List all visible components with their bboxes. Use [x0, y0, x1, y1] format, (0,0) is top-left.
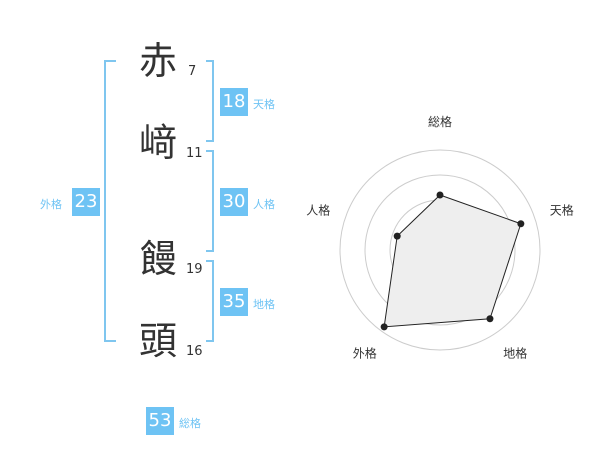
jinkaku-label: 人格 — [253, 198, 275, 211]
stroke-count-4: 16 — [186, 344, 203, 359]
radar-point-4 — [380, 323, 388, 331]
gaikaku-bracket — [104, 60, 116, 342]
radar-axis-label-2: 天格 — [550, 202, 574, 217]
soukaku-label: 総格 — [179, 417, 201, 430]
gaikaku-value: 23 — [72, 188, 100, 216]
stroke-count-3: 19 — [186, 262, 203, 277]
radar-axis-label-4: 外格 — [353, 346, 377, 361]
radar-point-1 — [436, 191, 444, 199]
radar-axis-label-3: 地格 — [503, 346, 527, 361]
name-char-2: 﨑 — [138, 121, 177, 165]
soukaku-value: 53 — [146, 407, 174, 435]
radar-point-5 — [393, 232, 401, 240]
chikaku-bracket — [206, 260, 214, 342]
radar-axis-label-5: 人格 — [306, 202, 330, 217]
gaikaku-label: 外格 — [40, 198, 62, 211]
radar-point-2 — [517, 220, 525, 228]
stroke-count-2: 11 — [186, 146, 203, 161]
radar-ring — [339, 149, 541, 351]
radar-area — [383, 194, 522, 328]
name-char-3: 饅 — [138, 237, 177, 281]
tenkaku-label: 天格 — [253, 98, 275, 111]
chikaku-label: 地格 — [253, 298, 275, 311]
name-char-1: 赤 — [138, 39, 177, 83]
tenkaku-bracket — [206, 60, 214, 142]
name-char-4: 頭 — [138, 319, 177, 363]
radar-point-3 — [486, 315, 494, 323]
tenkaku-value: 18 — [220, 88, 248, 116]
jinkaku-value: 30 — [220, 188, 248, 216]
radar-axis-label-1: 総格 — [428, 114, 452, 129]
radar-ring — [364, 174, 516, 326]
stroke-count-1: 7 — [188, 64, 197, 79]
chikaku-value: 35 — [220, 288, 248, 316]
jinkaku-bracket — [206, 150, 214, 252]
